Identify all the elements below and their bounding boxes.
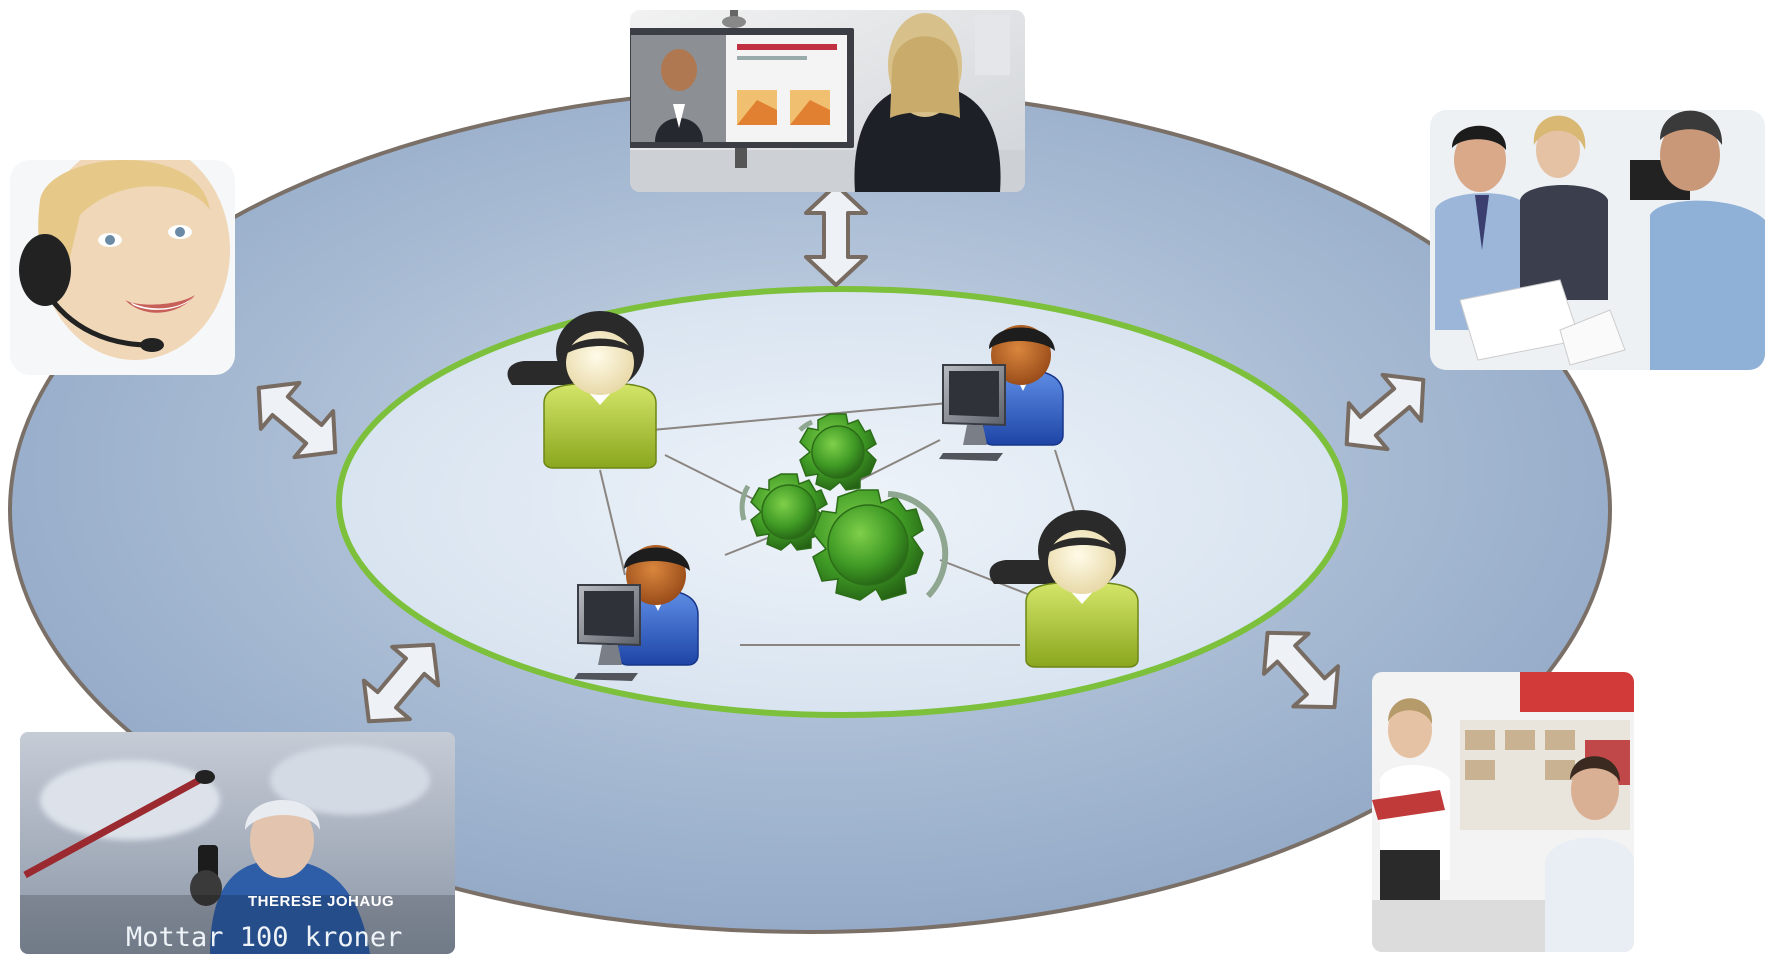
gear-small-left — [750, 473, 828, 551]
photo-video-conference — [630, 10, 1025, 192]
arrow-bottom-left — [361, 642, 441, 724]
network-connections — [599, 402, 1081, 646]
gears-icon — [739, 413, 949, 601]
arrow-top — [804, 183, 868, 287]
female-user-icon — [507, 311, 657, 469]
male-user-computer-icon — [574, 545, 699, 681]
photo-mobile-broadcast: THERESE JOHAUG Mottar 100 kroner — [20, 732, 455, 954]
double-arrows — [256, 183, 1426, 724]
male-user-computer-icon — [939, 325, 1064, 461]
photo-call-center-agent — [10, 160, 235, 375]
photo-caption-name: THERESE JOHAUG — [248, 893, 394, 910]
photo-retail-counter — [1372, 672, 1634, 952]
gear-large — [812, 489, 924, 601]
female-user-icon — [989, 510, 1139, 668]
photo-business-meeting — [1430, 110, 1765, 370]
arrow-bottom-right — [1261, 630, 1341, 710]
gear-small-top — [799, 413, 877, 491]
arrow-right — [1344, 372, 1426, 452]
photo-caption-text: Mottar 100 kroner — [126, 922, 402, 953]
arrow-left — [256, 380, 338, 460]
